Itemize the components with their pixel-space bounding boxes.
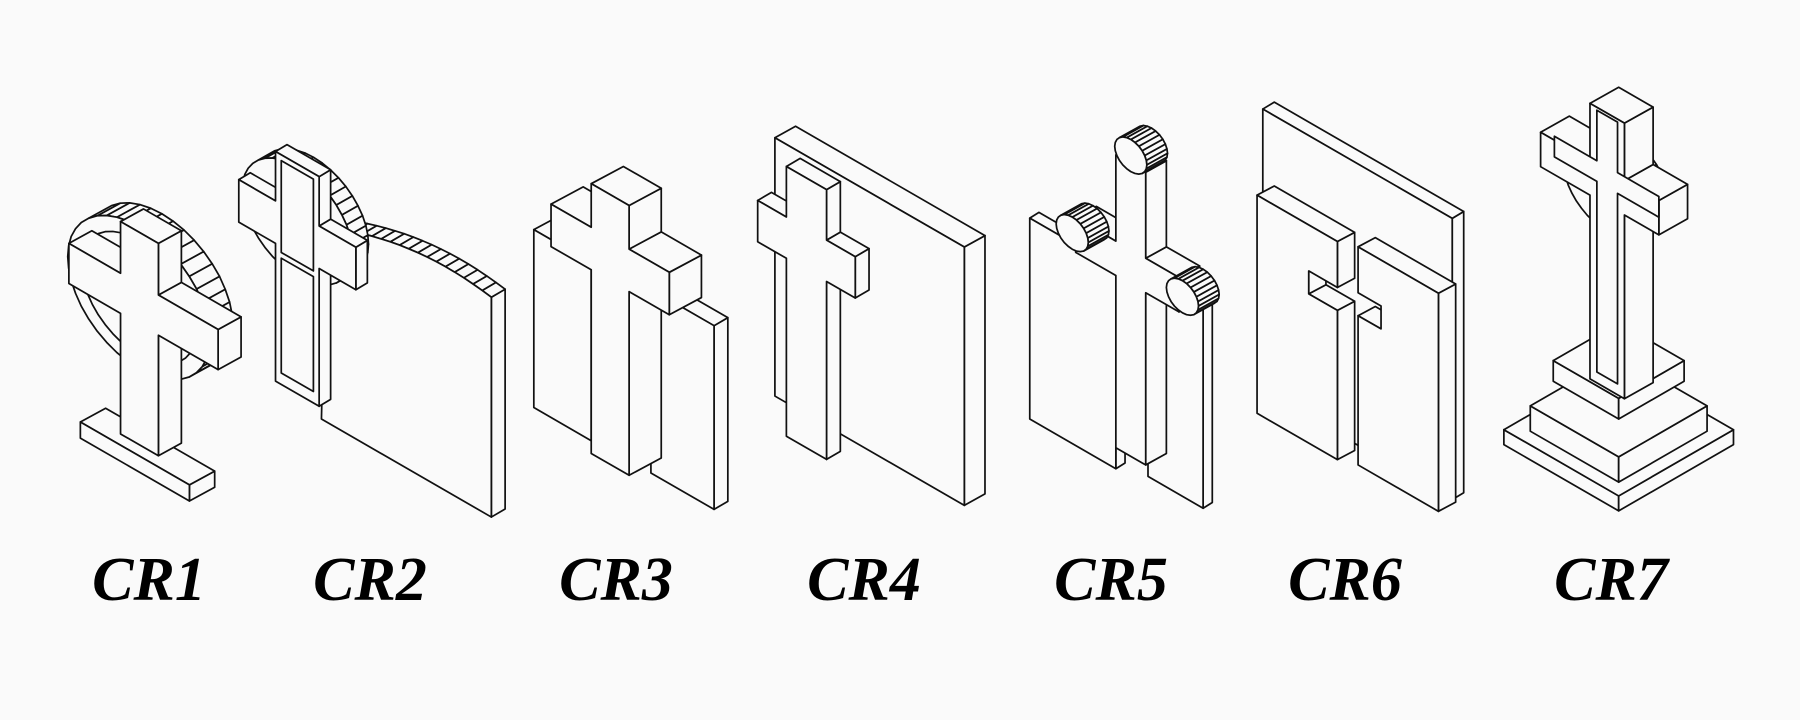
- cr2-cross-side: [355, 239, 369, 291]
- label-cr5: CR5: [1054, 546, 1168, 614]
- cr6-right-panel-front: [1357, 245, 1440, 513]
- label-cr1: CR1: [92, 546, 206, 614]
- cr5-trefoil-right-front: [1165, 277, 1200, 317]
- cr2-tablet-side: [490, 288, 506, 518]
- model-cr5: [1028, 124, 1221, 510]
- label-cr2: CR2: [313, 546, 427, 614]
- cr1-base-front: [79, 421, 191, 502]
- model-cr4: [756, 125, 986, 507]
- cr2-knot-panel: [280, 257, 315, 393]
- cr2-upper-panel: [280, 159, 315, 272]
- model-cr1: [66, 201, 242, 502]
- label-cr3: CR3: [559, 546, 673, 614]
- cr4-cross-front: [756, 165, 857, 461]
- cr5-trefoil-top-front: [1113, 136, 1148, 176]
- labels: CR1 CR2 CR3 CR4 CR5 CR6 CR7: [92, 546, 1671, 614]
- model-cr3: [532, 165, 729, 511]
- cr4-cross-side: [825, 180, 842, 242]
- cr5-right-leaf-side: [1202, 297, 1214, 510]
- cr6-right-panel-side: [1437, 283, 1457, 513]
- cr7-cross-inset: [1553, 109, 1660, 385]
- cr4-cross-side: [825, 272, 842, 461]
- cr3-cross-front: [550, 182, 671, 477]
- cr6-left-panel-side: [1336, 300, 1356, 461]
- label-cr7: CR7: [1554, 546, 1671, 614]
- model-cr6: [1256, 101, 1465, 513]
- cr5-trefoil-left-front: [1055, 213, 1090, 253]
- label-cr4: CR4: [807, 546, 921, 614]
- cr1-cross-front: [68, 220, 219, 457]
- drawings-group: [66, 86, 1735, 518]
- cr6-left-panel-front: [1256, 194, 1339, 461]
- cr2-cross-side: [318, 168, 332, 227]
- cr3-right-slab-side: [713, 316, 729, 511]
- cr5-cross-side: [1144, 159, 1168, 260]
- cr5-cross-side: [1144, 280, 1168, 466]
- label-cr6: CR6: [1288, 546, 1402, 614]
- cr4-slab-side: [963, 234, 986, 507]
- model-cr2: [237, 143, 506, 518]
- cr2-cross-side: [318, 260, 332, 408]
- model-cr7: [1503, 86, 1735, 512]
